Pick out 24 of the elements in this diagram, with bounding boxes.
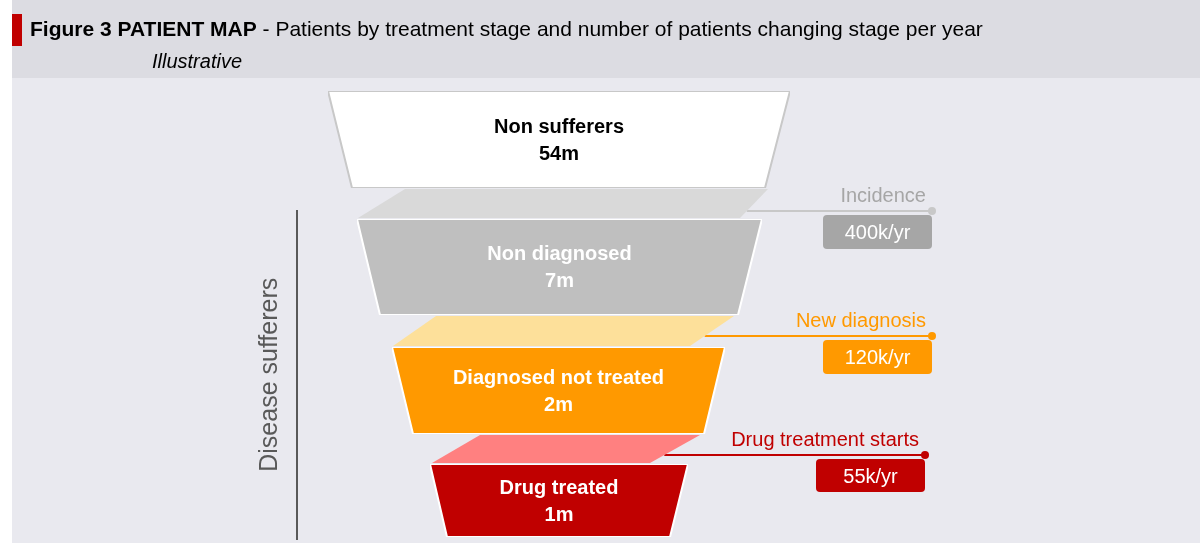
transition-label: Drug treatment starts [731,427,919,451]
rate-box: 55k/yr [816,459,925,492]
leader-line [663,451,929,459]
stage-trapezoid [430,464,688,537]
stage-name: Drug treated [499,474,619,500]
stage-name: Non sufferers [494,113,624,139]
leader-line [703,332,936,340]
patient-count: 2m [544,391,573,417]
figure-title: Figure 3 PATIENT MAP - Patients by treatment stage and number of patients changing stage per year [30,16,983,42]
side-label: Disease sufferers [253,276,284,475]
stage-name: Diagnosed not treated [452,364,665,390]
rate-box: 400k/yr [823,215,932,249]
transition-label: New diagnosis [795,308,926,332]
stage-trapezoid [357,219,762,315]
patient-count: 1m [544,501,574,527]
patient-count: 54m [539,140,579,166]
leader-line [745,207,936,215]
patient-count: 7m [545,268,574,293]
subtitle: Illustrative [152,49,243,74]
transition-label: Incidence [840,183,926,207]
stage-name: Non diagnosed [487,241,632,266]
rate-box: 120k/yr [823,340,932,374]
stage-trapezoid [392,347,725,434]
stage-trapezoid [328,91,790,188]
